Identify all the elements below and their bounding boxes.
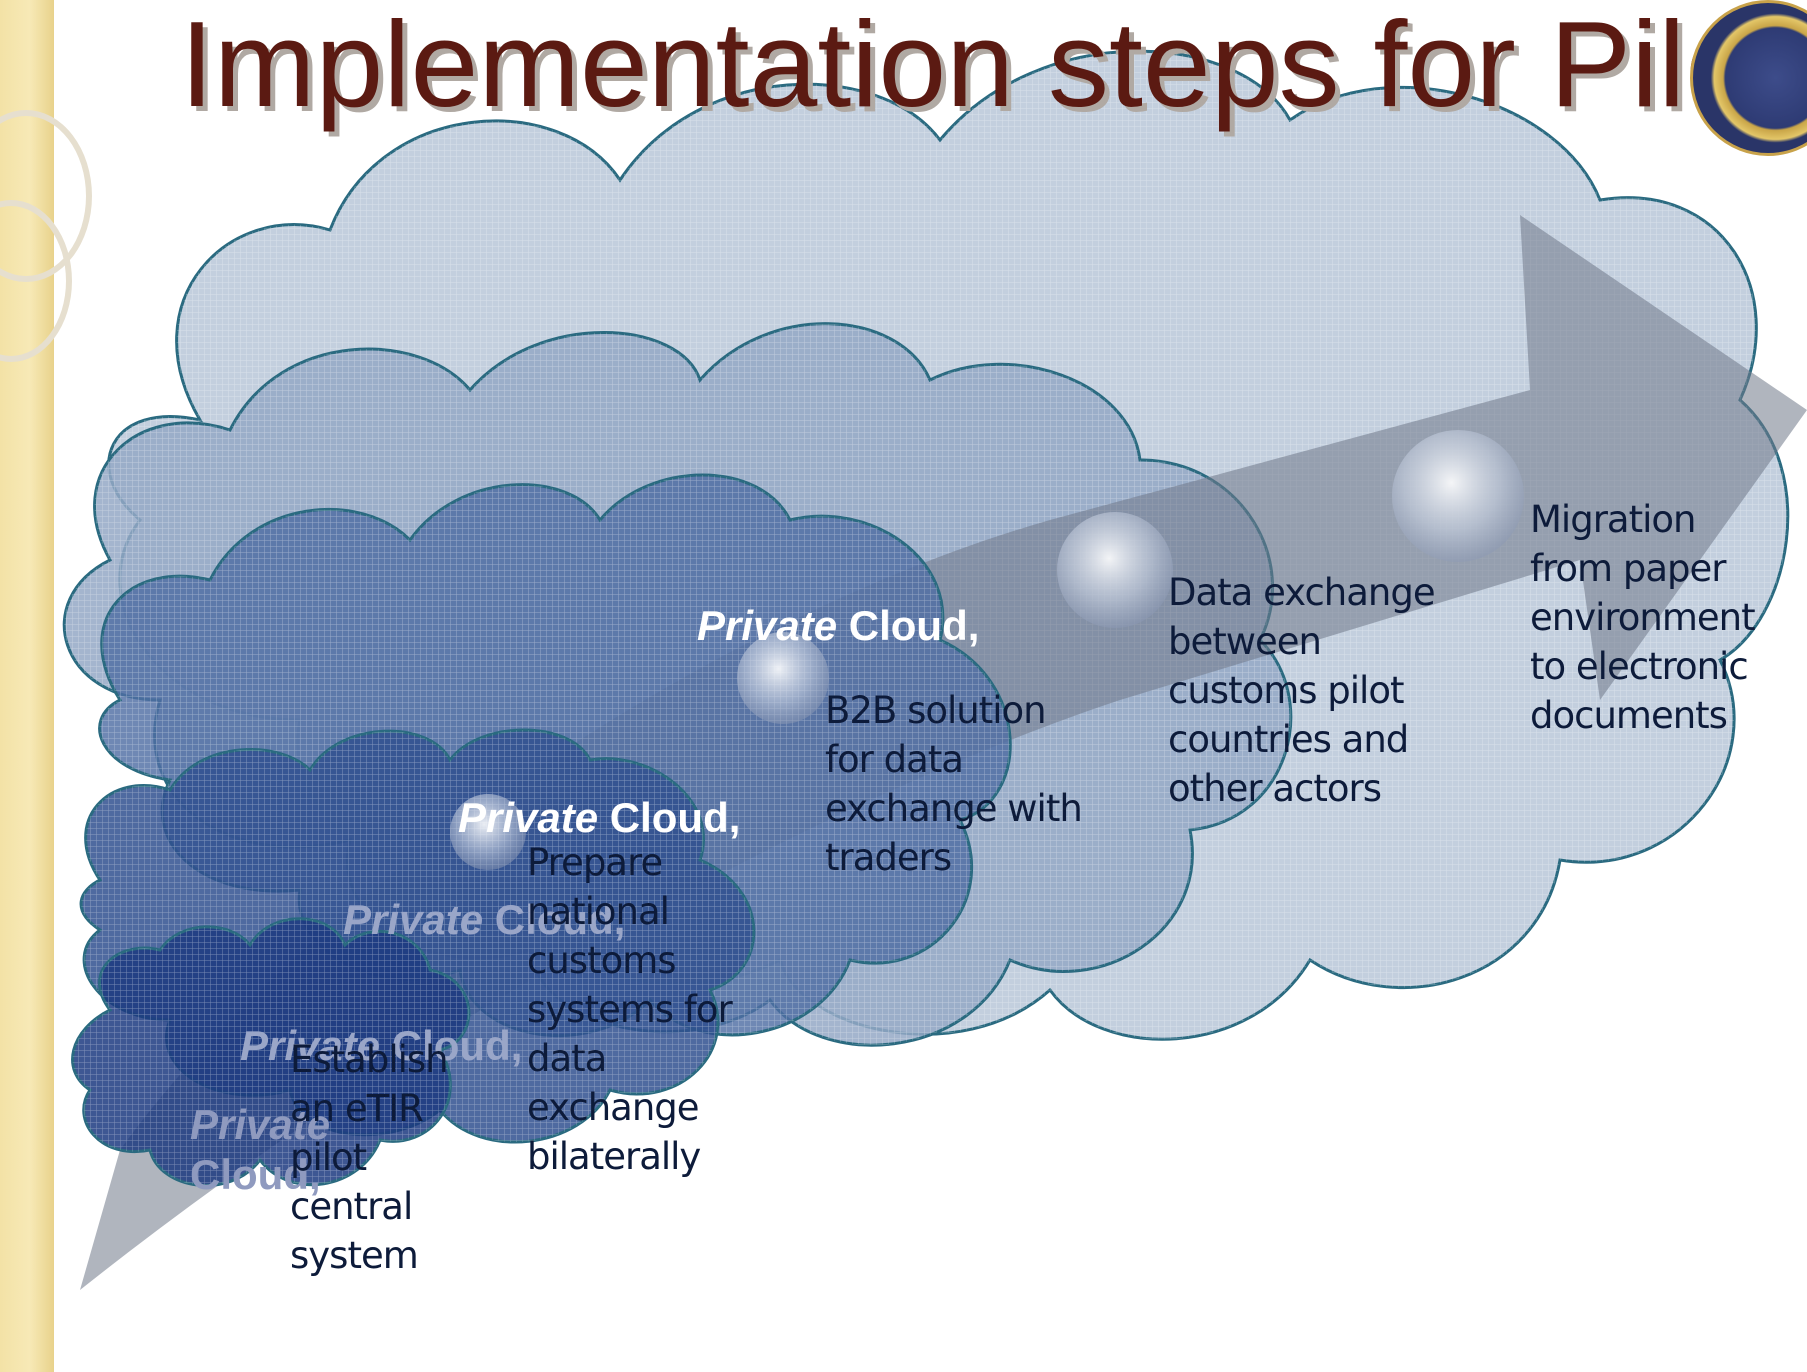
slide-title: Implementation steps for Pilot	[180, 0, 1788, 132]
step-3-text: B2B solution for data exchange with trad…	[825, 689, 1083, 879]
cloud-label-2: Private Cloud,	[343, 896, 626, 943]
step-5-text: Migration from paper environment to elec…	[1530, 498, 1756, 737]
cloud-label-4: Private Cloud,	[697, 602, 980, 649]
step-marker-2	[450, 794, 526, 870]
step-marker-5	[1392, 430, 1524, 562]
step-1-text: Establish an eTIR pilot central system	[290, 1038, 449, 1277]
cloud-label-1: Private Cloud,	[240, 1022, 523, 1069]
step-marker-4	[1057, 512, 1173, 628]
organization-seal-icon	[1690, 0, 1807, 156]
cloud-1	[71, 917, 471, 1187]
cloud-label-3: Private Cloud,	[458, 794, 741, 841]
left-decorative-strip	[0, 0, 92, 1372]
step-marker-3	[737, 632, 829, 724]
step-4-text: Data exchange between customs pilot coun…	[1168, 571, 1436, 810]
step-2-text: Prepare national customs systems for dat…	[527, 841, 733, 1178]
